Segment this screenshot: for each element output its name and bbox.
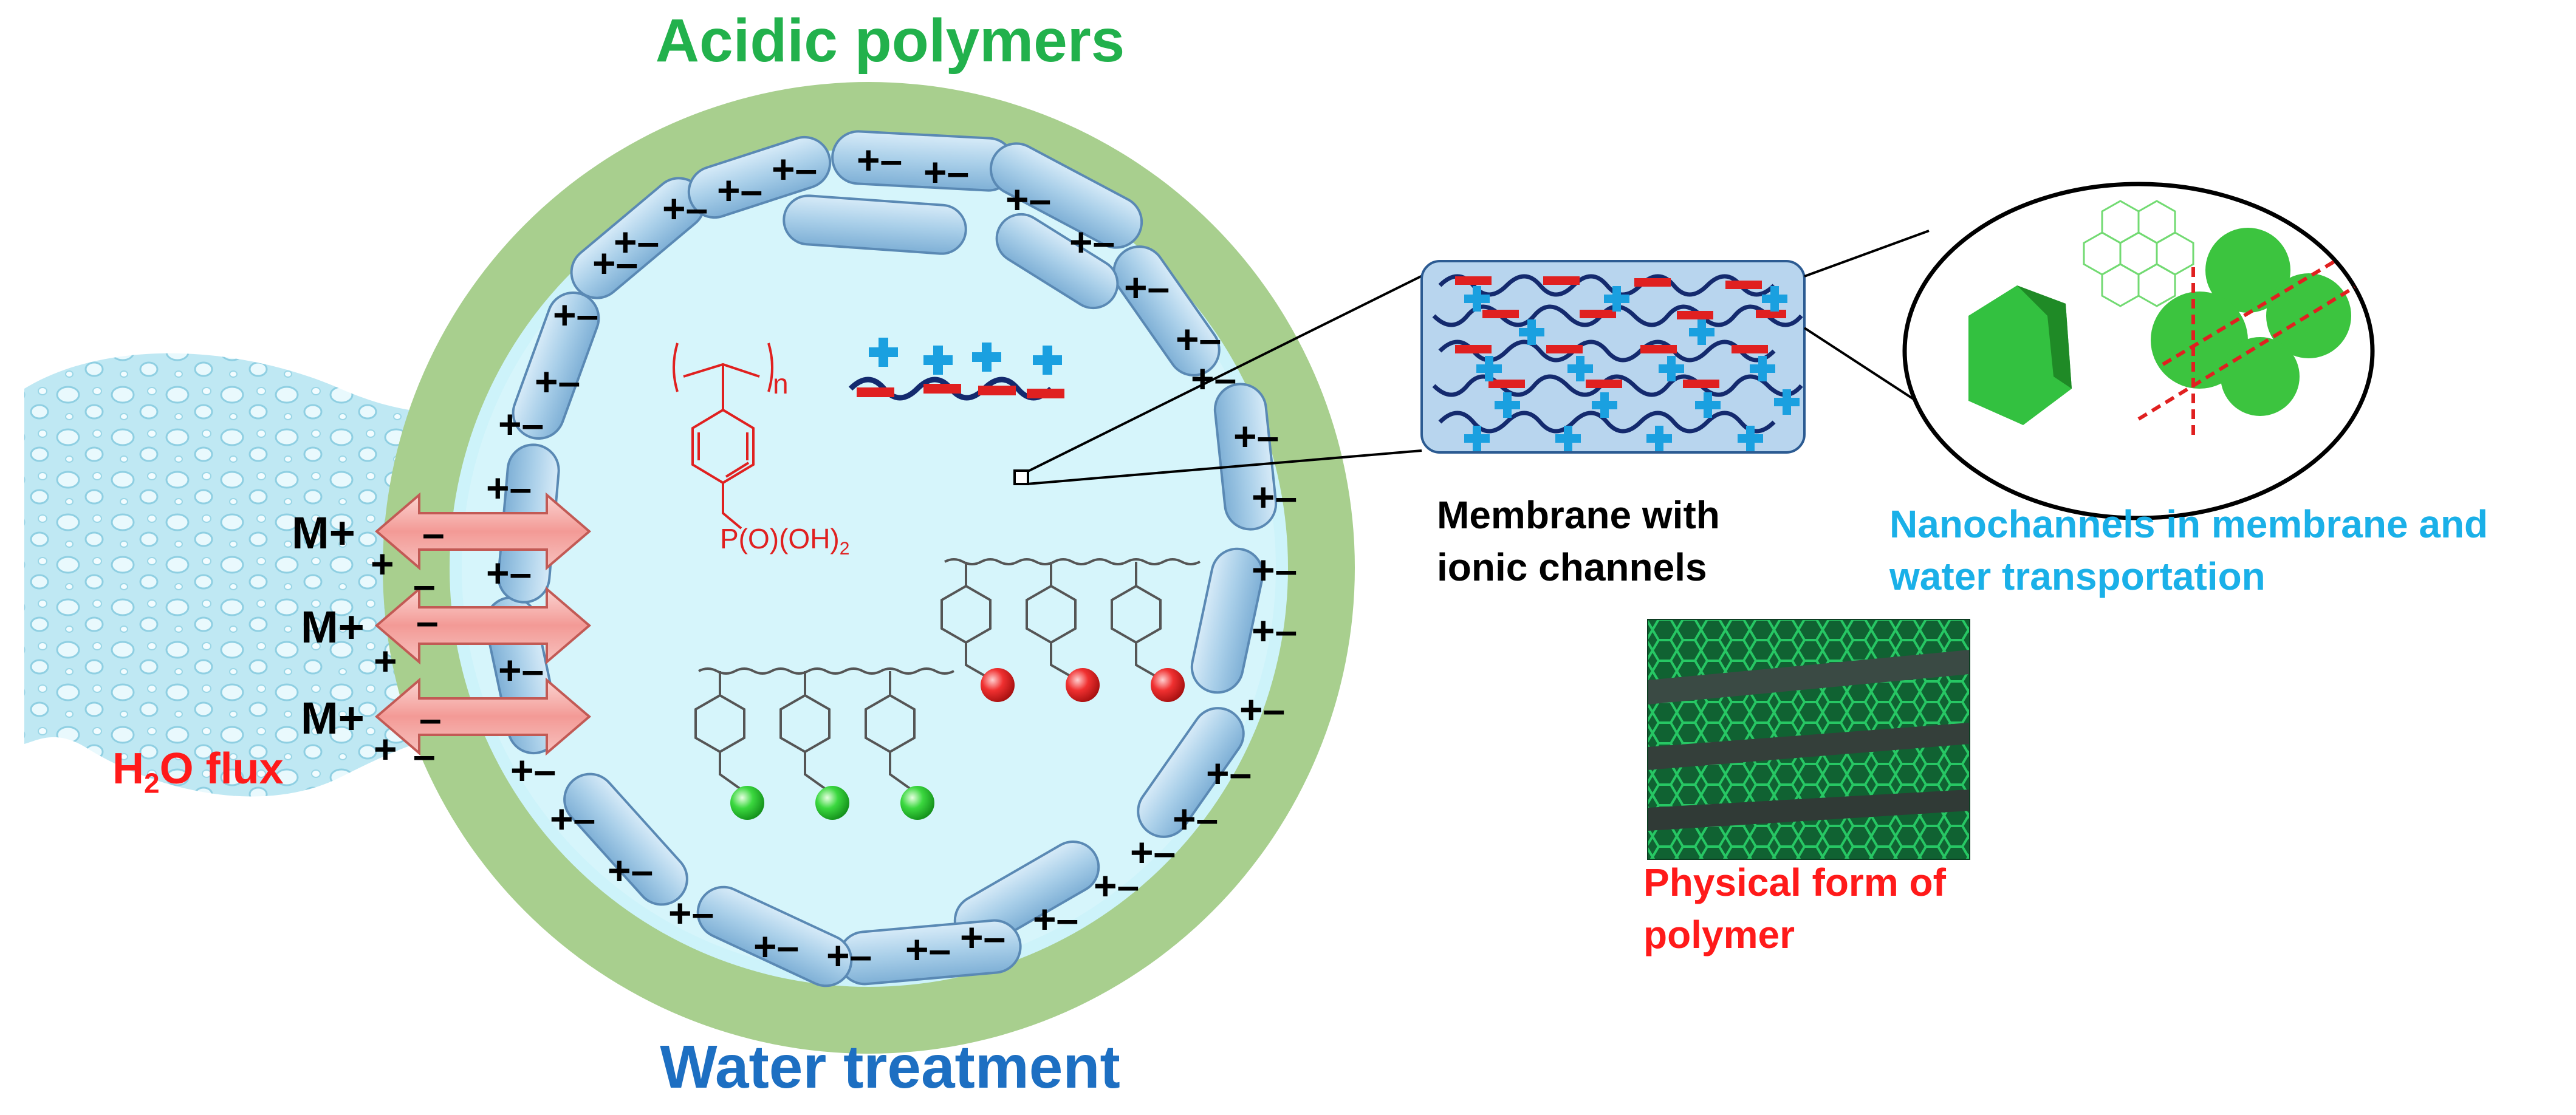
charge-pair: +– xyxy=(608,848,654,893)
membrane-anions xyxy=(1455,276,1786,388)
membrane-caption: Membrane with ionic channels xyxy=(1437,489,1720,593)
charge-pair: +– xyxy=(1239,687,1286,732)
charge-pair: +– xyxy=(535,359,581,404)
charge-pair: +– xyxy=(668,890,714,935)
charge-pair: +– xyxy=(1005,177,1052,222)
green-cluster-left xyxy=(1968,285,2072,425)
charge-pair: +– xyxy=(498,401,544,446)
physical-form-caption-line1: Physical form of xyxy=(1643,861,1946,904)
charge-pair: +– xyxy=(592,240,639,285)
charge-pair: +– xyxy=(614,219,660,264)
red-beads xyxy=(981,668,1185,702)
grey-polymer-red-beads xyxy=(940,558,1201,678)
charge-pair: +– xyxy=(826,933,872,978)
polymer-strand xyxy=(848,338,1064,401)
charge-pair: +– xyxy=(753,924,800,969)
free-cation: + xyxy=(374,726,397,771)
charge-pair: +– xyxy=(553,292,599,337)
h2o-flux-rest: O flux xyxy=(159,745,284,793)
charge-pair: +– xyxy=(498,647,544,692)
h2o-flux-sub: 2 xyxy=(144,767,160,799)
charge-pair: +– xyxy=(1252,608,1298,653)
molecule-sketch xyxy=(2083,200,2194,307)
charge-pair: +– xyxy=(550,796,596,841)
zoom-marker xyxy=(1013,469,1029,485)
charge-pair: +– xyxy=(923,149,970,194)
charge-pair: +– xyxy=(486,465,532,510)
charge-pair: +– xyxy=(662,186,708,231)
nanochannel-caption-line2: water transportation xyxy=(1889,554,2266,598)
nanochannel-caption-line1: Nanochannels in membrane and xyxy=(1889,502,2489,546)
arrow-anion: – xyxy=(422,511,445,556)
phosphonic-group-main: P(O)(OH) xyxy=(720,523,840,554)
charge-pair: +– xyxy=(1176,316,1222,361)
membrane-capsules xyxy=(484,130,1278,987)
title-water-treatment: Water treatment xyxy=(660,1033,1120,1101)
charge-pair: +– xyxy=(960,915,1006,960)
nanochannel-caption: Nanochannels in membrane and water trans… xyxy=(1889,498,2488,602)
physical-form-photo xyxy=(1648,619,1970,859)
free-cation: + xyxy=(374,638,397,683)
charge-pair: +– xyxy=(905,927,951,972)
charge-pair: +– xyxy=(1252,474,1298,519)
free-anion: – xyxy=(413,562,436,607)
water-stream xyxy=(24,353,486,797)
free-cation: + xyxy=(371,541,394,586)
arrow-anion: – xyxy=(419,696,442,741)
phosphonic-group-label: P(O)(OH)2 xyxy=(720,522,849,559)
title-acidic-polymers: Acidic polymers xyxy=(655,7,1125,75)
polymer-subscript-n: n xyxy=(773,368,789,400)
charge-pair: +– xyxy=(1252,547,1298,592)
charge-pair: +– xyxy=(772,146,818,191)
membrane-caption-line2: ionic channels xyxy=(1437,545,1707,589)
charge-pair: +– xyxy=(1206,751,1252,796)
charge-pair: +– xyxy=(1069,219,1115,264)
membrane-cations xyxy=(1464,286,1800,451)
red-polymer-structure xyxy=(673,343,773,530)
physical-form-caption-line2: polymer xyxy=(1643,913,1795,956)
transport-arrows xyxy=(374,492,592,756)
physical-form-caption: Physical form of polymer xyxy=(1643,856,1946,961)
charge-pair: +– xyxy=(1124,265,1170,310)
grey-polymer-green-beads xyxy=(694,667,954,791)
charge-pair: +– xyxy=(1130,830,1176,875)
charge-pair: +– xyxy=(1094,863,1140,908)
cation-label: M+ xyxy=(301,693,365,743)
charge-pair: +– xyxy=(1173,796,1219,841)
charge-pair: +– xyxy=(1233,414,1279,459)
membrane-caption-line1: Membrane with xyxy=(1437,493,1720,537)
charge-pair: +– xyxy=(486,550,532,595)
charge-pair: +– xyxy=(1033,896,1079,941)
cation-label: M+ xyxy=(301,602,365,652)
phosphonic-group-sub: 2 xyxy=(839,539,850,559)
charge-pair: +– xyxy=(717,168,763,213)
free-anion: – xyxy=(413,732,436,777)
arrow-anion: – xyxy=(416,599,439,644)
charge-pair: +– xyxy=(857,137,903,182)
nanochannel-arrows xyxy=(2137,253,2358,437)
charge-pair: +– xyxy=(1191,356,1237,401)
charge-pair: +– xyxy=(510,748,557,793)
cation-label: M+ xyxy=(292,508,355,558)
h2o-flux-h: H xyxy=(112,745,144,793)
h2o-flux-label: H2O flux xyxy=(112,744,284,799)
green-beads xyxy=(730,786,934,820)
